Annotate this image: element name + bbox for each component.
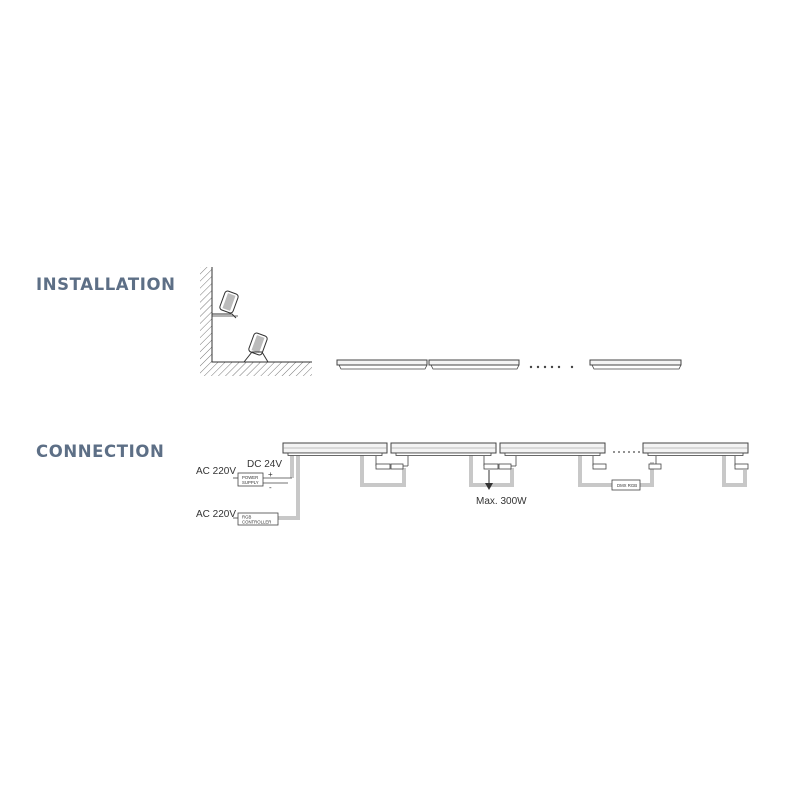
linear-bar-3 (589, 359, 682, 370)
bar-connector-1 (375, 456, 409, 470)
connection-bar-3 (499, 442, 606, 456)
power-supply-label-line1: POWER (242, 475, 258, 480)
dmx-rgb-box: DMX RGB (611, 479, 641, 491)
ac-input-label-1: AC 220V (196, 466, 236, 477)
rgb-controller-label-line2: CONTROLLER (242, 520, 271, 525)
wall-mounted-fixture (212, 290, 239, 319)
power-supply-label-line2: SUPPLY (242, 480, 259, 485)
plus-terminal-label: + (268, 470, 273, 479)
max-load-label: Max. 300W (476, 496, 527, 507)
max-load-arrow (485, 470, 493, 490)
connection-continuation-dots (613, 451, 640, 453)
dc-output-label: DC 24V (247, 459, 282, 470)
bar-connector-3 (592, 456, 662, 470)
connection-diagram: Max. 300W DMX RGB POWER SUPPLY AC 220V D… (196, 442, 749, 526)
dmx-rgb-label: DMX RGB (617, 483, 637, 488)
connection-bar-1 (282, 442, 388, 456)
connection-bar-2 (390, 442, 497, 456)
bar-connector-2 (483, 456, 517, 470)
bar-connector-4 (734, 456, 749, 470)
floor-mounted-fixture (243, 332, 269, 363)
connection-heading: CONNECTION (36, 442, 165, 461)
connection-bar-4 (642, 442, 749, 456)
ac-input-label-2: AC 220V (196, 509, 236, 520)
linear-bar-2 (428, 359, 520, 370)
linear-bar-1 (336, 359, 428, 370)
wall-floor-corner (200, 267, 312, 376)
power-supply-box: POWER SUPPLY (233, 472, 292, 487)
cables (278, 454, 747, 520)
rgb-controller-label-line1: RGB (242, 515, 251, 520)
continuation-dots (529, 365, 574, 369)
installation-diagram (200, 267, 682, 376)
rgb-controller-box: RGB CONTROLLER (233, 512, 279, 526)
minus-terminal-label: - (269, 483, 272, 492)
installation-heading: INSTALLATION (36, 275, 176, 294)
